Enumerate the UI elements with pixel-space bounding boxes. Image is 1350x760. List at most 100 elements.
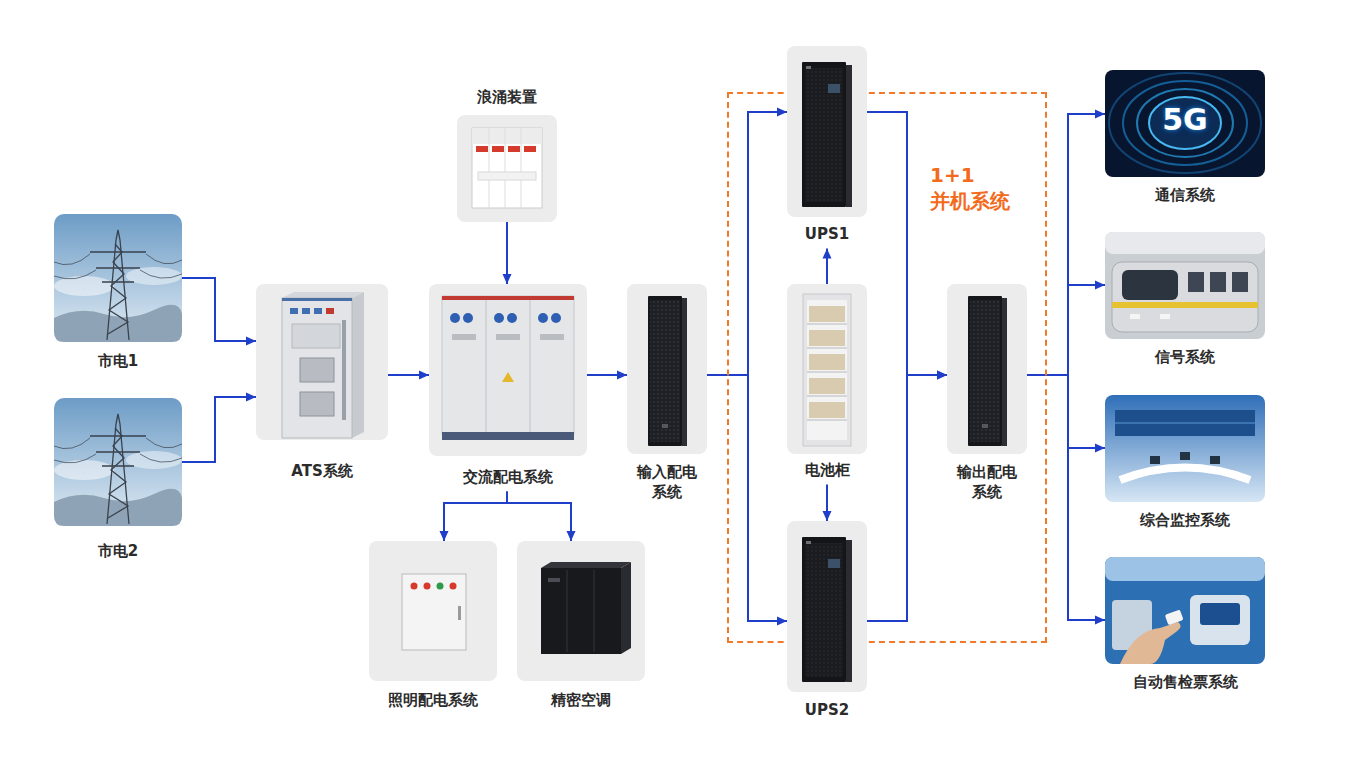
5g-photo <box>1123 81 1247 165</box>
5g-photo <box>1105 70 1265 177</box>
image-label: 5G <box>1150 102 1220 137</box>
train-photo <box>1160 314 1170 319</box>
control-room-photo <box>1105 395 1265 502</box>
train-photo <box>1112 262 1258 332</box>
connector-arrow <box>587 374 627 376</box>
ticket-gate-photo <box>1105 557 1265 581</box>
equipment-card: 交流配电系统 <box>429 284 587 456</box>
input-rack <box>648 296 687 446</box>
surge-protector <box>476 146 488 152</box>
connector-arrow <box>1027 375 1105 448</box>
ats-cabinet <box>282 292 364 298</box>
surge-protector <box>472 128 542 144</box>
ticket-gate-photo <box>1165 610 1184 626</box>
equipment-card: 照明配电系统 <box>369 541 497 681</box>
equipment-card: ATS系统 <box>256 284 388 440</box>
5g-photo <box>1137 89 1233 157</box>
air-conditioner <box>541 562 631 568</box>
equipment-card: 浪涌装置 <box>457 115 557 222</box>
equipment-card: 精密空调 <box>517 541 645 681</box>
group-title: 1+1 并机系统 <box>930 162 1036 214</box>
connector-arrow <box>388 374 429 376</box>
equipment-card: 市电1 <box>54 214 182 342</box>
ac-distribution-cabinet <box>442 296 574 300</box>
battery-cabinet <box>809 378 845 394</box>
connector-arrow <box>1027 114 1105 375</box>
ticket-gate-photo <box>1105 557 1265 664</box>
lighting-box <box>402 574 466 650</box>
node-label: 综合监控系统 <box>1105 511 1265 531</box>
input-rack <box>648 296 687 446</box>
equipment-card: 综合监控系统 <box>1105 395 1265 502</box>
surge-protector <box>472 128 542 208</box>
control-room-photo <box>1115 410 1255 436</box>
train-photo <box>1122 270 1178 300</box>
node-label: 市电1 <box>54 352 182 372</box>
battery-cabinet <box>803 294 851 446</box>
battery-cabinet <box>809 354 845 370</box>
connector-arrow <box>826 485 828 522</box>
surge-protector <box>489 128 521 208</box>
node-label: UPS2 <box>787 701 867 721</box>
battery-cabinet <box>807 300 847 440</box>
control-room-photo <box>1115 423 1255 424</box>
air-conditioner <box>621 562 631 654</box>
lighting-box <box>424 583 431 590</box>
power-tower-photo <box>54 398 182 526</box>
connector-arrow <box>506 222 508 284</box>
node-label: 市电2 <box>54 542 182 562</box>
ac-distribution-cabinet <box>486 300 530 434</box>
train-photo <box>1188 272 1204 292</box>
ticket-gate-photo <box>1190 595 1250 645</box>
equipment-card: 输出配电 系统 <box>947 284 1027 454</box>
ac-distribution-cabinet <box>442 296 574 434</box>
ups-cabinet <box>802 62 852 207</box>
lighting-box <box>458 606 461 620</box>
power-tower-photo <box>54 214 182 342</box>
ats-cabinet <box>300 358 334 382</box>
5g-photo <box>1109 73 1261 173</box>
battery-cabinet <box>809 330 845 346</box>
ats-cabinet <box>282 298 352 301</box>
ac-distribution-cabinet <box>463 313 473 323</box>
node-label: UPS1 <box>787 225 867 245</box>
ups-cabinet <box>802 537 852 682</box>
node-label: 输出配电 系统 <box>947 463 1027 502</box>
ats-cabinet <box>342 320 346 420</box>
node-label: 输入配电 系统 <box>627 463 707 502</box>
control-room-photo <box>1210 456 1220 464</box>
equipment-card: 信号系统 <box>1105 232 1265 339</box>
train-photo <box>1112 302 1258 308</box>
equipment-card: UPS1 <box>787 46 867 217</box>
equipment-card: 输入配电 系统 <box>627 284 707 454</box>
surge-protector <box>478 172 536 180</box>
ticket-gate-photo <box>1120 622 1181 664</box>
5g-photo <box>1105 70 1265 177</box>
connector-arrow <box>444 492 507 542</box>
node-label: 浪涌装置 <box>457 88 557 108</box>
equipment-card: 自动售检票系统 <box>1105 557 1265 664</box>
ticket-gate-photo <box>1105 557 1265 664</box>
surge-protector <box>508 146 520 152</box>
ac-distribution-cabinet <box>502 372 514 382</box>
air-conditioner <box>541 562 631 654</box>
ac-distribution-cabinet <box>452 334 476 340</box>
air-conditioner <box>567 570 594 652</box>
ats-cabinet <box>300 392 334 416</box>
ac-distribution-cabinet <box>494 313 504 323</box>
lighting-box <box>450 583 457 590</box>
connector-arrow <box>182 397 256 462</box>
ac-distribution-cabinet <box>507 313 517 323</box>
node-label: 电池柜 <box>787 461 867 481</box>
ats-cabinet <box>292 324 340 348</box>
connector-arrow <box>826 249 828 285</box>
connector-arrow <box>867 375 947 621</box>
train-photo <box>1210 272 1226 292</box>
battery-cabinet <box>803 294 851 446</box>
control-room-photo <box>1150 456 1160 464</box>
ticket-gate-photo <box>1200 603 1240 625</box>
connector-arrow <box>707 112 787 375</box>
ats-cabinet <box>352 292 364 438</box>
air-conditioner <box>541 568 621 654</box>
